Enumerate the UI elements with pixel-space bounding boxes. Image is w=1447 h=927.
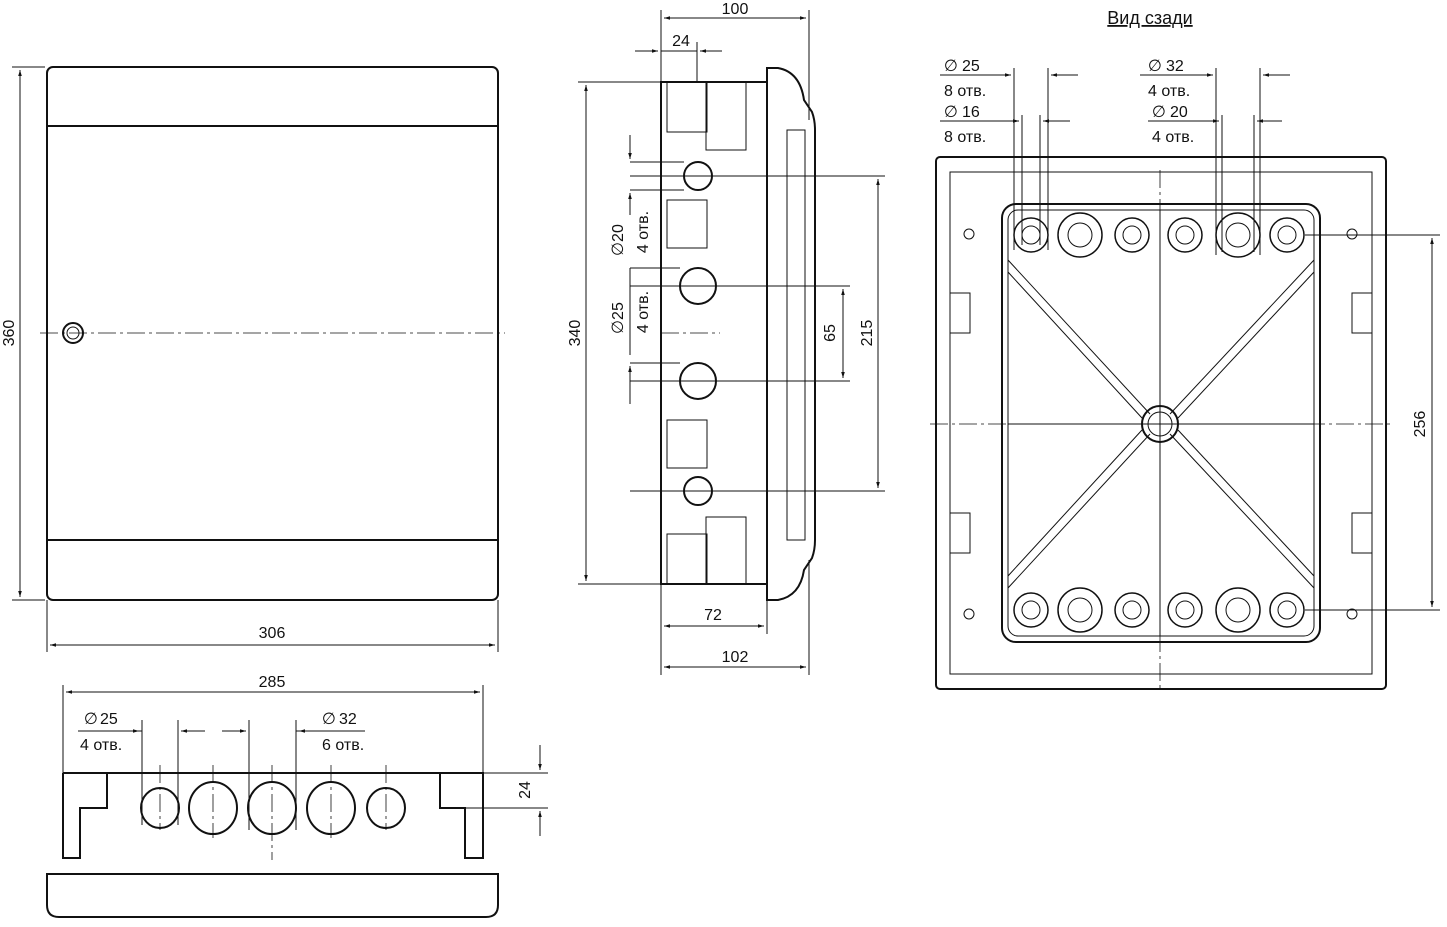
side-hole2-count: 4 отв. (635, 291, 652, 333)
bottom-hole2-diameter-symbol: ∅ (322, 711, 336, 728)
rear-hole-a-diameter: 25 (962, 58, 980, 75)
bottom-depth-label: 24 (517, 781, 534, 799)
rear-mount-hole (963, 228, 975, 240)
side-inner-depth-label: 72 (704, 607, 722, 624)
side-view: 100 24 340 ∅20 4 отв. ∅25 4 (567, 1, 885, 675)
rear-hole-d-count: 4 отв. (1152, 129, 1194, 146)
rear-hole-b-count: 8 отв. (944, 129, 986, 146)
rear-hole-c-diameter: 32 (1166, 58, 1184, 75)
side-height-dimension: 340 (567, 81, 661, 585)
side-inner-depth-dimension: 72 (660, 584, 768, 675)
rear-height-label: 256 (1412, 411, 1429, 438)
rear-hole-d-callout: ∅ 20 4 отв. (1148, 104, 1282, 146)
side-height-label: 340 (567, 320, 584, 347)
rear-mount-hole (1346, 608, 1358, 620)
rear-hole-c-callout: ∅ 32 4 отв. (1140, 58, 1290, 100)
side-hole1-callout: ∅20 4 отв. (610, 135, 652, 256)
bottom-view: 285 ∅ 25 4 отв. ∅ 32 6 отв. 24 (46, 674, 548, 918)
bottom-hole1-diameter-symbol: ∅ (84, 711, 98, 728)
front-height-dimension: 360 (1, 66, 45, 601)
rear-view: Вид сзади (930, 8, 1440, 690)
bottom-hole2-diameter: 32 (339, 711, 357, 728)
front-view: 360 306 (1, 66, 505, 652)
side-hole-spacing-small-label: 65 (822, 324, 839, 342)
rear-hole-b-diameter: 16 (962, 104, 980, 121)
bottom-depth-dimension: 24 (440, 745, 548, 836)
rear-view-title: Вид сзади (1107, 8, 1192, 28)
side-hole2-diameter-symbol: ∅ (610, 320, 627, 334)
rear-side-clips (949, 228, 1373, 620)
side-hole2-callout: ∅25 4 отв. (610, 268, 652, 404)
rear-hole-d-diameter: 20 (1170, 104, 1188, 121)
rear-height-dimension: 256 (1305, 234, 1440, 611)
side-offset-dimension: 24 (635, 33, 722, 82)
side-hole-spacing-large-label: 215 (859, 320, 876, 347)
rear-inner-panel (1001, 203, 1321, 643)
bottom-hole1-count: 4 отв. (80, 737, 122, 754)
bottom-holes (140, 720, 406, 860)
rear-hole-a-count: 8 отв. (944, 83, 986, 100)
bottom-hole1-diameter: 25 (100, 711, 118, 728)
side-top-depth-label: 100 (722, 1, 749, 18)
side-top-depth-dimension: 100 (660, 1, 810, 120)
bottom-hole1-callout: ∅ 25 4 отв. (78, 711, 205, 754)
bottom-cover-outline (46, 873, 499, 918)
side-hole1-diameter-symbol: ∅ (610, 242, 627, 256)
side-hole2-label: ∅25 (610, 302, 627, 334)
rear-mount-hole (963, 608, 975, 620)
rear-hole-b-diameter-symbol: ∅ (944, 104, 958, 121)
rear-hole-d-diameter-symbol: ∅ (1152, 104, 1166, 121)
side-hole-spacing-small-dimension: 65 (822, 289, 845, 378)
rear-hole-c-diameter-symbol: ∅ (1148, 58, 1162, 75)
front-height-label: 360 (1, 320, 18, 347)
rear-top-holes (1013, 212, 1305, 258)
bottom-width-dimension: 285 (62, 674, 484, 773)
rear-mount-hole (1346, 228, 1358, 240)
rear-bottom-holes (1013, 587, 1305, 633)
side-offset-label: 24 (672, 33, 690, 50)
bottom-hole2-count: 6 отв. (322, 737, 364, 754)
rear-outer-outline (935, 156, 1387, 690)
side-hole-spacing-large-dimension: 215 (859, 179, 880, 488)
side-bottom-depth-dimension: 102 (664, 560, 810, 675)
rear-hole-c-count: 4 отв. (1148, 83, 1190, 100)
rear-hole-a-diameter-symbol: ∅ (944, 58, 958, 75)
side-bottom-depth-label: 102 (722, 649, 749, 666)
front-width-label: 306 (259, 625, 286, 642)
side-hole1-label: ∅20 (610, 224, 627, 256)
side-hole1-count: 4 отв. (635, 211, 652, 253)
bottom-hole2-callout: ∅ 32 6 отв. (222, 711, 365, 754)
front-panel-outline (46, 66, 499, 601)
side-hole2-diameter: 25 (610, 302, 627, 320)
rear-hole-b-callout: ∅ 16 8 отв. (940, 104, 1070, 146)
rear-hole-a-callout: ∅ 25 8 отв. (940, 58, 1078, 100)
front-width-dimension: 306 (46, 600, 499, 652)
bottom-width-label: 285 (259, 674, 286, 691)
side-door-outline (766, 67, 816, 601)
rear-center-boss (1141, 405, 1179, 443)
side-hole1-diameter: 20 (610, 224, 627, 242)
